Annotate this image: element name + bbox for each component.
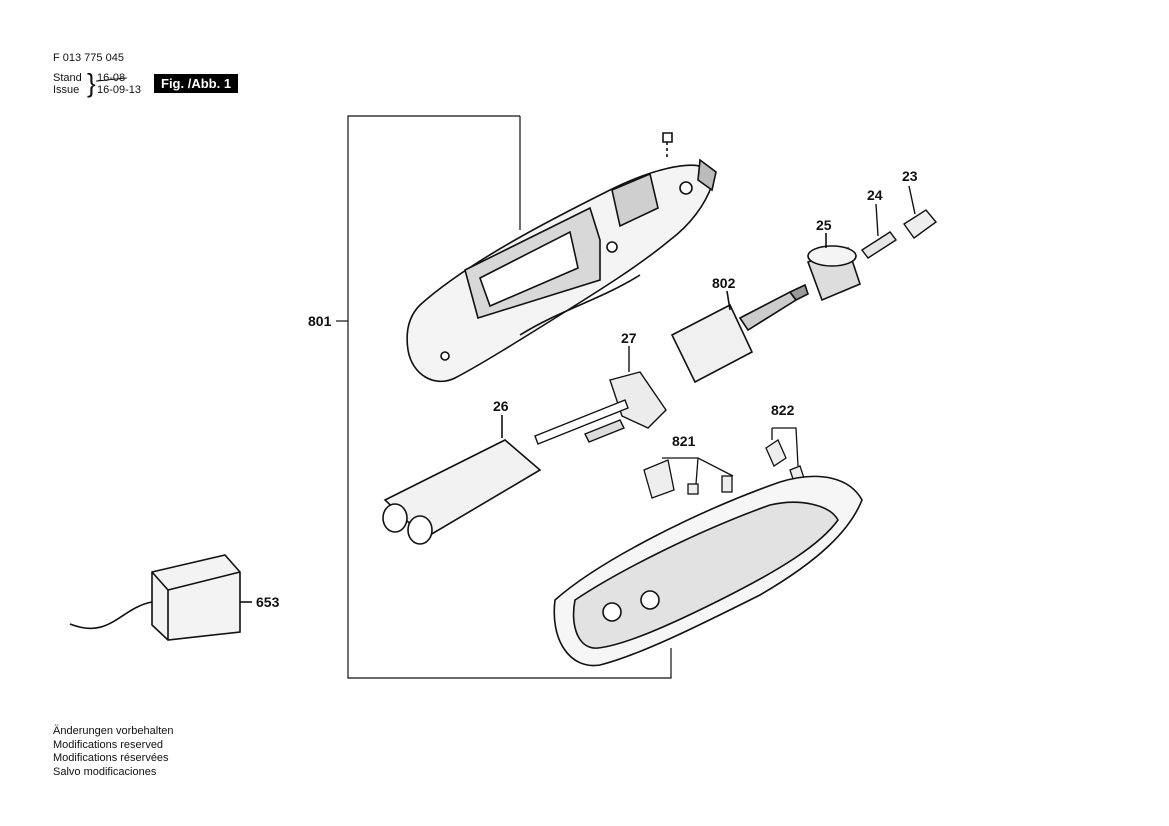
label-653: 653 bbox=[256, 594, 280, 610]
part-802-motor bbox=[670, 283, 809, 384]
label-26: 26 bbox=[493, 398, 509, 414]
part-24-collet bbox=[860, 203, 898, 259]
label-821: 821 bbox=[672, 433, 696, 449]
lower-housing-part bbox=[553, 475, 863, 667]
figure-label: Fig. /Abb. 1 bbox=[154, 74, 239, 93]
stand-label: Stand bbox=[53, 72, 82, 84]
brace-glyph: } bbox=[87, 68, 96, 98]
stand-date: 16-08 bbox=[97, 72, 126, 84]
part-25-nose-ring bbox=[806, 233, 861, 302]
note-line: Salvo modificaciones bbox=[53, 765, 157, 778]
label-27: 27 bbox=[621, 330, 637, 346]
note-line: Änderungen vorbehalten bbox=[53, 725, 174, 737]
upper-housing-part bbox=[406, 132, 717, 383]
part-27-switch bbox=[534, 346, 667, 445]
label-24: 24 bbox=[867, 187, 883, 203]
label-802: 802 bbox=[712, 275, 736, 291]
assembly-801-bracket bbox=[347, 115, 672, 679]
label-25: 25 bbox=[816, 217, 832, 233]
issue-date: 16-09-13 bbox=[97, 84, 142, 96]
notes-block: Änderungen vorbehalten Modifications res… bbox=[53, 725, 173, 779]
part-822-brush-holders bbox=[765, 427, 805, 483]
label-801: 801 bbox=[308, 313, 332, 329]
part-23-collet-nut bbox=[903, 185, 938, 239]
issue-label: Issue bbox=[53, 84, 80, 96]
document-number: F 013 775 045 bbox=[53, 52, 124, 64]
part-821-clips bbox=[643, 457, 734, 499]
note-line: Modifications réservées bbox=[53, 752, 169, 764]
label-23: 23 bbox=[902, 168, 918, 184]
label-822: 822 bbox=[771, 402, 795, 418]
part-653-charger bbox=[69, 554, 252, 641]
part-26-battery bbox=[382, 415, 542, 545]
note-line: Modifications reserved bbox=[53, 738, 164, 751]
